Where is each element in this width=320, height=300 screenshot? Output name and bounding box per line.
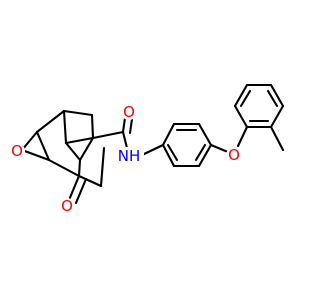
bond (166, 143, 179, 162)
bond (121, 116, 127, 134)
bond (209, 143, 230, 154)
bond (47, 158, 81, 178)
tolyl-ring (233, 83, 285, 152)
bond (161, 122, 176, 147)
bond (269, 125, 285, 152)
bond (77, 174, 103, 188)
ether-bonds (209, 125, 249, 154)
bond (77, 158, 82, 178)
bond (194, 143, 207, 162)
bond (64, 136, 95, 145)
bond (35, 109, 66, 134)
bond (78, 136, 95, 162)
bond (236, 125, 249, 148)
bond (197, 122, 213, 147)
bond (239, 89, 252, 108)
amide-oxygen-label: O (123, 103, 135, 121)
bond (62, 109, 68, 145)
molecule-diagram: O O O NH O (9, 83, 285, 215)
bond (90, 113, 95, 140)
bond (62, 109, 94, 117)
bond (20, 130, 39, 152)
bond (74, 177, 88, 205)
amide-nitrogen-label: NH (118, 147, 141, 165)
bond (266, 89, 279, 108)
phenylene-ring (161, 122, 213, 168)
bond (64, 141, 82, 162)
bond (140, 143, 165, 157)
bond (269, 104, 285, 129)
bond (99, 146, 106, 188)
bond (161, 143, 176, 168)
atom-labels: O O O NH O (9, 103, 242, 215)
bond (269, 83, 285, 108)
amide-bonds (91, 116, 165, 157)
bond (128, 117, 134, 135)
bond (197, 143, 213, 168)
epoxide-oxygen-label: O (11, 142, 23, 160)
bond (91, 130, 125, 140)
ether-oxygen-label: O (228, 146, 240, 164)
cage-bonds (20, 109, 106, 205)
bond (67, 174, 81, 202)
bond (233, 104, 249, 129)
bond (233, 83, 249, 108)
bond (20, 148, 51, 162)
bond (35, 130, 51, 162)
ketone-oxygen-label: O (61, 197, 73, 215)
